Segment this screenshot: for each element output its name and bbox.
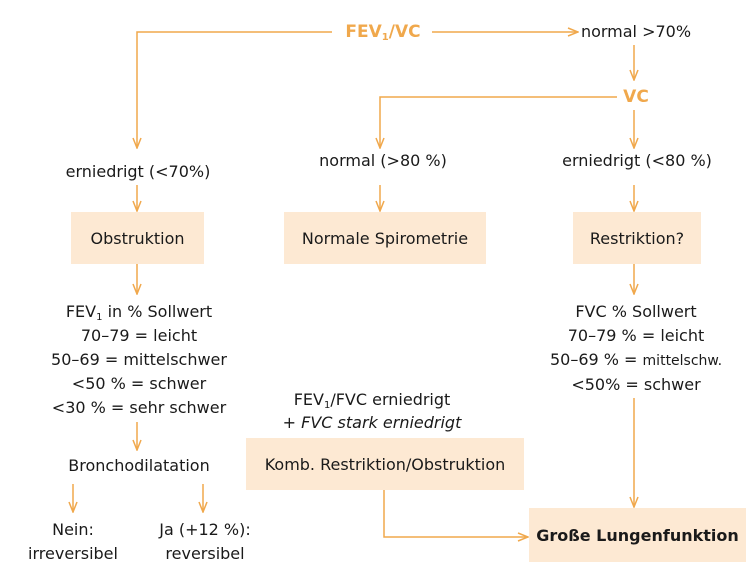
- obstruktion-box: Obstruktion: [71, 212, 204, 264]
- fvc-sollwert-list: FVC % Sollwert 70–79 % = leicht 50–69 % …: [550, 300, 722, 397]
- arrow-combo-to-final: [383, 490, 528, 537]
- fvc-grade-schwer: <50% = schwer: [571, 375, 701, 394]
- left-condition-label: erniedrigt (<70%): [65, 162, 211, 181]
- combo-fev-fvc-label: FEV1/FVC erniedrigt: [293, 390, 451, 411]
- fev-grade-schwer: <50 % = schwer: [71, 374, 207, 393]
- fvc-grade-mittelschwer: 50–69 % = mittelschw.: [549, 350, 723, 369]
- combo-fvc-stark-label: + FVC stark erniedrigt: [282, 413, 462, 432]
- bronchodilatation-label: Bronchodilatation: [68, 456, 210, 475]
- komb-restriktion-obstruktion-box: Komb. Restriktion/Obstruktion: [246, 438, 524, 490]
- fev-grade-mittelschwer: 50–69 = mittelschwer: [51, 350, 227, 369]
- ja-label: Ja (+12 %):: [159, 520, 251, 539]
- reversibel-label: reversibel: [165, 544, 245, 563]
- fev-sollwert-heading: FEV1 in % Sollwert: [65, 302, 213, 323]
- arrow-fev-to-erniedrigt: [137, 31, 332, 148]
- normal-70-label: normal >70%: [580, 22, 692, 41]
- right-condition-label: erniedrigt (<80 %): [562, 151, 712, 170]
- fev-grade-leicht: 70–79 = leicht: [80, 326, 198, 345]
- fvc-grade-leicht: 70–79 % = leicht: [567, 326, 705, 345]
- irreversibel-label: irreversibel: [28, 544, 118, 563]
- arrow-vc-to-normal-80: [380, 96, 617, 148]
- restriktion-box: Restriktion?: [573, 212, 701, 264]
- fev-sollwert-list: FEV1 in % Sollwert 70–79 = leicht 50–69 …: [51, 300, 227, 420]
- fev-grade-sehr-schwer: <30 % = sehr schwer: [51, 398, 227, 417]
- middle-condition-label: normal (>80 %): [319, 151, 447, 170]
- fvc-sollwert-heading: FVC % Sollwert: [575, 302, 697, 321]
- grosse-lungenfunktion-box: Große Lungenfunktion: [529, 508, 746, 562]
- normale-spirometrie-box: Normale Spirometrie: [284, 212, 486, 264]
- nein-label: Nein:: [52, 520, 94, 539]
- vc-label: VC: [623, 87, 649, 107]
- fev1-vc-label: FEV1/VC: [345, 22, 421, 43]
